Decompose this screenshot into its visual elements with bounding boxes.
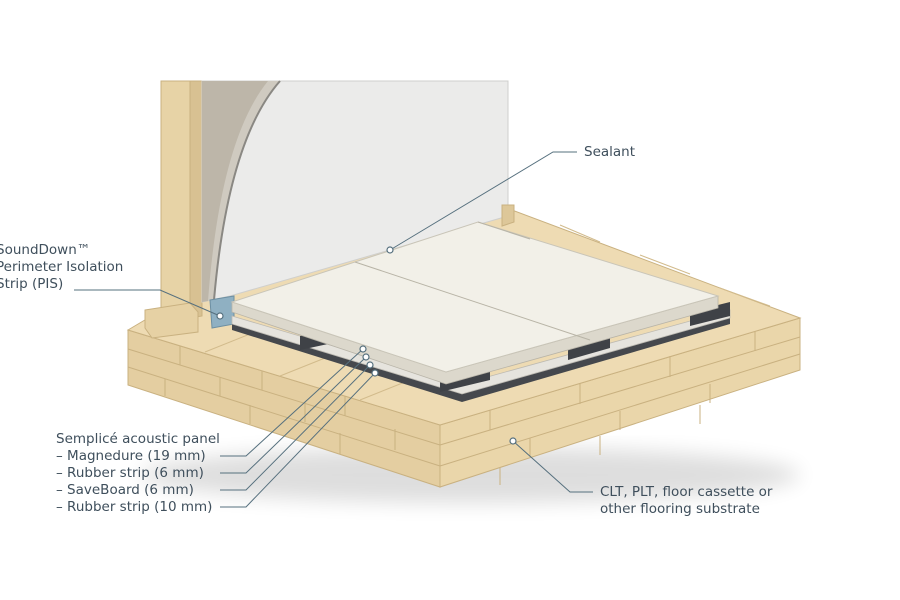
label-substrate-line-2: other flooring substrate	[600, 501, 760, 517]
label-pis-line-1: SoundDown™	[0, 242, 91, 258]
magnedure-top	[230, 221, 720, 373]
leader-substrate	[512, 440, 593, 493]
wall	[201, 80, 515, 303]
label-panel-layer-rubber-6: – Rubber strip (6 mm)	[56, 465, 204, 481]
timber-joints-right	[439, 331, 801, 485]
timber-sole-plate	[144, 302, 199, 339]
label-panel-layer-rubber-10: – Rubber strip (10 mm)	[56, 499, 213, 515]
marker-magnedure	[359, 345, 367, 353]
label-pis-line-3: Strip (PIS)	[0, 276, 64, 292]
wall-cutaway-edge	[213, 80, 281, 301]
marker-rubber-10	[371, 369, 379, 377]
leader-lines	[74, 151, 593, 508]
label-acoustic-panel: Semplicé acoustic panel – Magnedure (19 …	[56, 431, 220, 516]
label-panel-layer-saveboard: – SaveBoard (6 mm)	[56, 482, 194, 498]
label-sealant-text: Sealant	[584, 144, 636, 160]
label-panel-title: Semplicé acoustic panel	[56, 431, 220, 447]
label-substrate: CLT, PLT, floor cassette or other floori…	[600, 484, 772, 518]
marker-rubber-6	[362, 353, 370, 361]
label-pis-line-2: Perimeter Isolation	[0, 259, 124, 275]
timber-joints-left	[127, 346, 441, 467]
marker-sealant	[386, 246, 394, 254]
leader-pis	[74, 289, 221, 317]
marker-saveboard	[366, 361, 374, 369]
marker-substrate	[509, 437, 517, 445]
acoustic-panel	[230, 221, 731, 402]
leader-sealant	[389, 151, 577, 251]
label-sealant: Sealant	[584, 144, 635, 161]
wall-end-timber	[501, 204, 515, 227]
panel-seam-1	[354, 261, 591, 341]
label-substrate-line-1: CLT, PLT, floor cassette or	[600, 484, 773, 500]
rubber-strip-mid-4	[690, 302, 730, 326]
timber-post-side	[160, 80, 191, 319]
leader-saveboard	[220, 364, 371, 491]
leader-markers	[216, 246, 517, 445]
leader-rubber-6	[220, 356, 367, 474]
wall-cutaway-face	[202, 81, 268, 302]
panel-seam-2	[477, 221, 531, 240]
pis-strip	[209, 295, 235, 329]
leader-magnedure	[220, 348, 364, 457]
leader-rubber-10	[220, 372, 376, 508]
marker-pis	[216, 312, 224, 320]
label-pis: SoundDown™ Perimeter Isolation Strip (PI…	[0, 242, 123, 293]
timber-post-front	[189, 80, 203, 319]
label-panel-layer-magnedure: – Magnedure (19 mm)	[56, 448, 206, 464]
rubber-strip-bottom	[232, 316, 730, 402]
